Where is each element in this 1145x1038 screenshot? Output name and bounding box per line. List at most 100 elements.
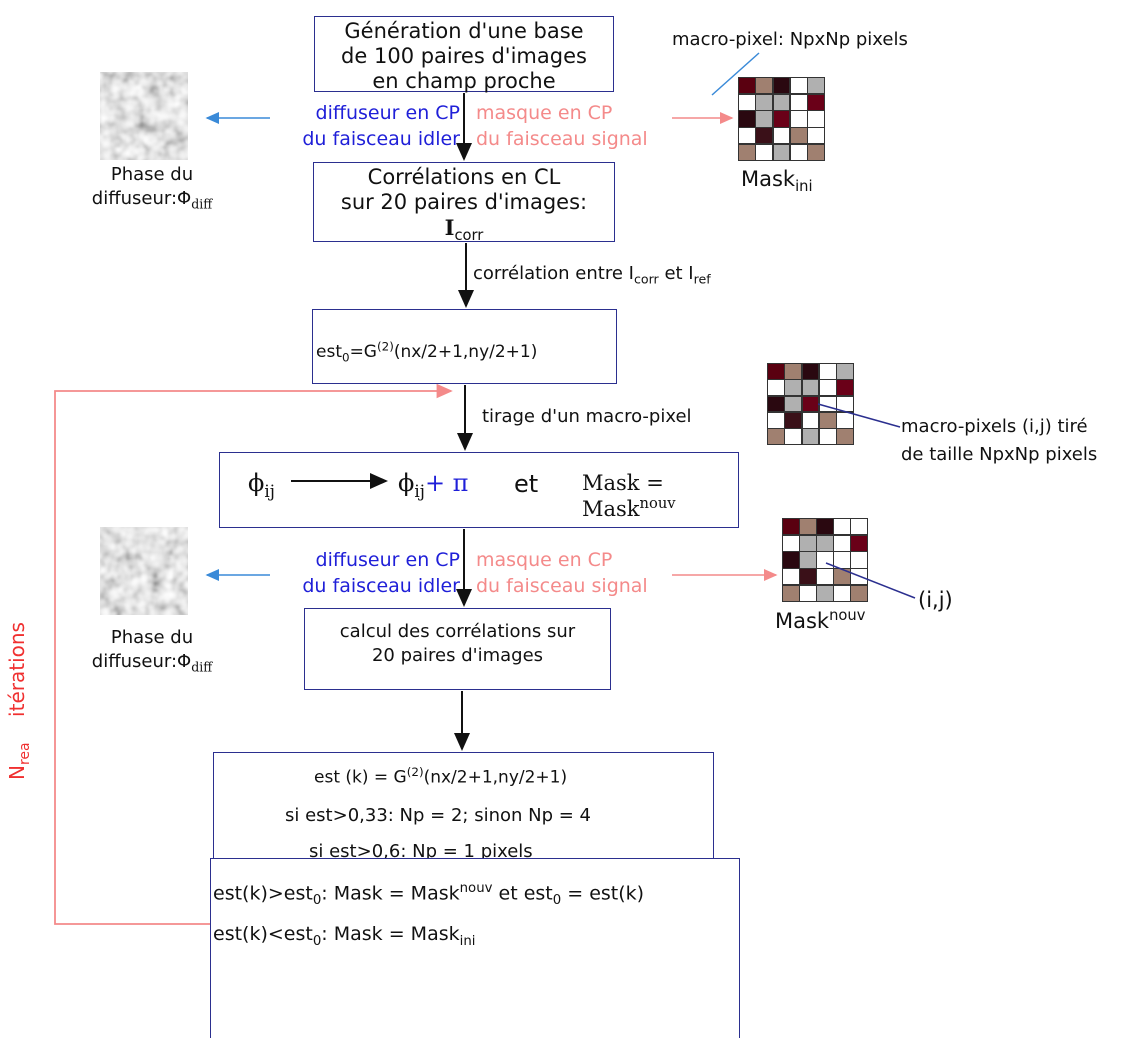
est0-box: est0=G(2)(nx/2+1,ny/2+1) — [312, 309, 617, 384]
mask-cell — [834, 585, 850, 601]
final-box: est(k)>est0: Mask = Masknouv et est0 = e… — [210, 858, 740, 1038]
mask-nouv-sup-box: nouv — [639, 495, 676, 512]
mask-cell — [756, 78, 773, 94]
mask-cell — [837, 396, 853, 412]
nrea-iterations-label: Nrea itérations — [5, 622, 33, 780]
mask-cell — [773, 78, 790, 94]
mask-cell — [837, 429, 853, 444]
mask-cell — [783, 569, 799, 585]
corr-sub-label: corr — [633, 271, 659, 287]
mask-cell — [768, 364, 784, 379]
estk-sup: (2) — [406, 765, 424, 779]
mask-cell — [739, 94, 755, 110]
mask-cell — [785, 429, 802, 444]
est0-text: est0=G(2)(nx/2+1,ny/2+1) — [316, 339, 538, 365]
mask-cell — [773, 144, 790, 160]
diff-sub-bottom: diff — [191, 659, 213, 675]
mask-selected-grid — [767, 363, 854, 445]
phase-caption-bottom: Phase du diffuseur:Φdiff — [82, 626, 222, 680]
generation-line-2: de 100 paires d'images — [341, 44, 587, 68]
mask-cell — [739, 144, 755, 160]
diffuseur-bottom-line-2: du faisceau idler — [302, 575, 460, 597]
mask-cell — [834, 569, 850, 585]
correlations-cl-box: Corrélations en CL sur 20 paires d'image… — [313, 162, 615, 245]
phi-right-sub: ij — [414, 480, 425, 501]
diffuseur-phi-bottom: diffuseur:Φdiff — [82, 650, 222, 680]
mask-cell — [851, 519, 867, 535]
mask-cell — [817, 535, 833, 551]
masque-label-bottom: masque en CP du faisceau signal — [476, 547, 706, 599]
macro-pixels-tire-line-2: de taille NpxNp pixels — [901, 444, 1098, 465]
est0-post: (nx/2+1,ny/2+1) — [393, 341, 538, 362]
mask-eq: Mask = — [582, 471, 664, 495]
mask-ini-sub: ini — [795, 178, 813, 196]
mask-cell — [817, 585, 833, 601]
mask-cell — [739, 111, 755, 127]
mask-nouv-label: Masknouv — [775, 607, 865, 633]
icorr-sub: corr — [454, 227, 484, 245]
mask-cell — [790, 78, 807, 94]
diff-sub-top: diff — [191, 196, 213, 212]
mask-cell — [819, 429, 836, 444]
correlation-entre-text: corrélation entre I — [473, 263, 634, 284]
diffuseur-label-top: diffuseur en CP du faisceau idler — [270, 100, 460, 152]
phase-du-top: Phase du — [110, 164, 194, 185]
mask-cell — [768, 396, 784, 412]
estk-line-2: si est>0,33: Np = 2; sinon Np = 4 — [285, 805, 592, 826]
mask-cell — [756, 94, 773, 110]
mask-cell — [808, 94, 824, 110]
mask-cell — [773, 94, 790, 110]
mask-cell — [800, 519, 816, 535]
mask-cell — [773, 111, 790, 127]
generation-line-1: Génération d'une base — [344, 19, 584, 43]
correlations-cl-line-1: Corrélations en CL — [367, 165, 561, 189]
diffuser-phase-image-bottom — [100, 527, 188, 615]
mask-cell — [800, 535, 816, 551]
masque-top-line-1: masque en CP — [476, 102, 613, 124]
mask-cell — [851, 569, 867, 585]
diffuseur-top-line-1: diffuseur en CP — [315, 102, 460, 124]
final2-b: : Mask = Mask — [321, 923, 460, 945]
mask-cell — [819, 396, 836, 412]
masque-top-line-2: du faisceau signal — [476, 128, 648, 150]
mask-nouv-grid — [782, 518, 868, 602]
icorr-I: I — [444, 215, 455, 240]
plus-pi: + π — [424, 469, 469, 497]
mask-cell — [800, 585, 816, 601]
estk-post: (nx/2+1,ny/2+1) — [423, 767, 568, 788]
tirage-label: tirage d'un macro-pixel — [482, 406, 692, 427]
macro-pixels-tire-line-1: macro-pixels (i,j) tiré — [901, 416, 1088, 437]
correlations-cl-line-2: sur 20 paires d'images: — [340, 190, 588, 214]
mask-cell — [756, 144, 773, 160]
ij-label: (i,j) — [918, 588, 953, 612]
mask-cell — [808, 111, 824, 127]
estk-line-1: est (k) = G(2)(nx/2+1,ny/2+1) — [314, 765, 567, 788]
mask-cell — [783, 585, 799, 601]
mask-cell — [768, 429, 784, 444]
mask-cell — [817, 552, 833, 568]
phase-caption-top: Phase du diffuseur:Φdiff — [82, 163, 222, 217]
mask-cell — [756, 128, 773, 144]
correlation-entre-label: corrélation entre Icorr et Iref — [473, 263, 711, 287]
mask-cell — [808, 144, 824, 160]
mask-cell — [819, 380, 836, 396]
final2-a-sub: 0 — [312, 933, 322, 949]
macro-pixel-label: macro-pixel: NpxNp pixels — [672, 29, 908, 50]
iterations-text: itérations — [5, 622, 29, 717]
mask-cell — [783, 552, 799, 568]
est0-mid: =G — [349, 341, 377, 362]
final1-d: = est(k) — [561, 882, 645, 905]
mask-cell — [834, 519, 850, 535]
generation-box: Génération d'une base de 100 paires d'im… — [314, 16, 614, 93]
mask-cell — [785, 380, 802, 396]
mask-cell — [790, 144, 807, 160]
est0-sub: 0 — [341, 350, 350, 365]
diffuseur-top-line-2: du faisceau idler — [302, 128, 460, 150]
phi-left-symbol: ϕ — [248, 469, 265, 497]
final2-b-sub: ini — [459, 933, 476, 949]
mask-nouv-base-box: Mask — [582, 497, 640, 521]
mask-cell — [834, 552, 850, 568]
mask-cell — [802, 396, 819, 412]
mask-cell — [790, 94, 807, 110]
mask-cell — [808, 78, 824, 94]
